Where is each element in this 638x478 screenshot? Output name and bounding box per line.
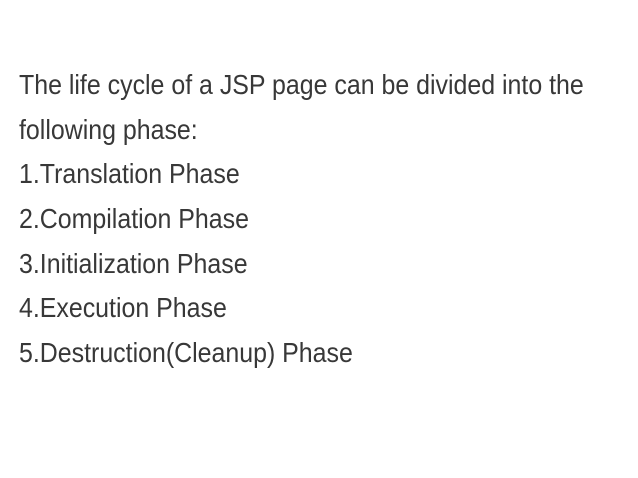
phase-item: 4.Execution Phase	[19, 292, 227, 324]
phase-item: 1.Translation Phase	[19, 158, 240, 190]
phase-item: 3.Initialization Phase	[19, 247, 248, 279]
intro-line: The life cycle of a JSP page can be divi…	[19, 69, 584, 100]
slide-text-block: The life cycle of a JSP page can be divi…	[19, 63, 606, 376]
phase-item: 2.Compilation Phase	[19, 203, 249, 235]
intro-line: following phase:	[19, 113, 198, 145]
phase-item: 5.Destruction(Cleanup) Phase	[19, 337, 353, 369]
